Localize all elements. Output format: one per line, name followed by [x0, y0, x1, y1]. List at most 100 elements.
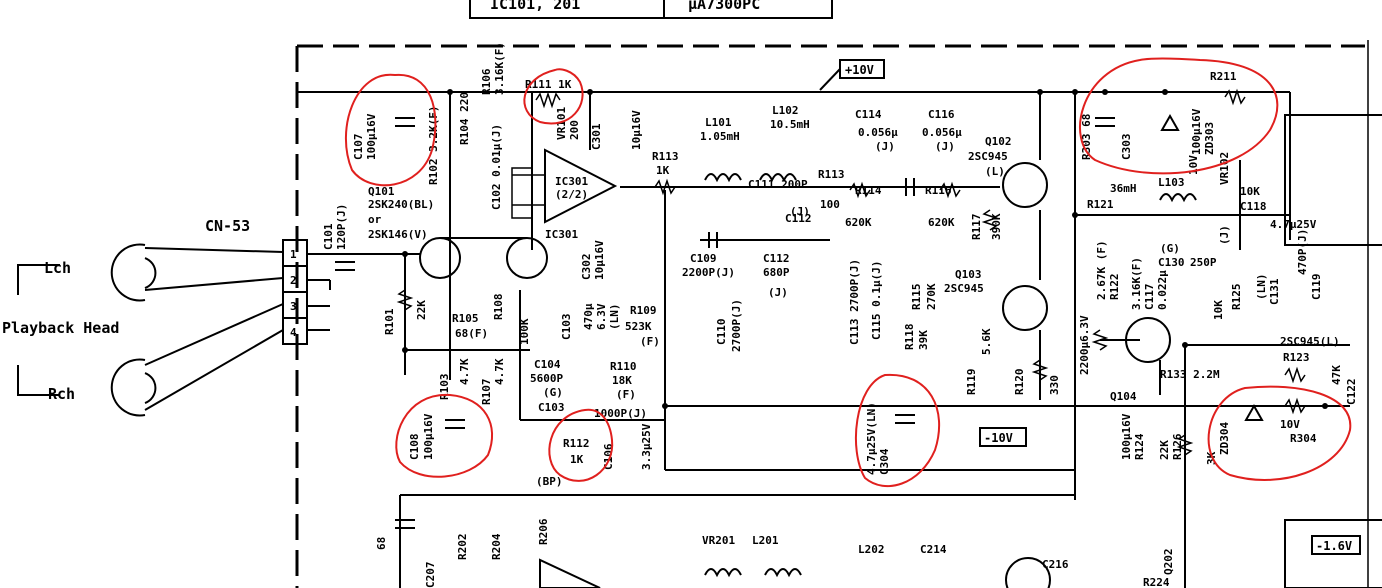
r113a-label: R113 — [652, 150, 679, 163]
transistors — [1002, 162, 1171, 588]
r107-value: 4.7K — [493, 358, 506, 385]
r118-label: R118 — [903, 324, 916, 351]
r105-value: 68(F) — [455, 327, 488, 340]
r108-label: R108 — [492, 294, 505, 321]
c109-value: 2200P(J) — [682, 266, 735, 279]
r114-label: R114 — [855, 184, 882, 197]
c108-label: C108 — [408, 434, 421, 461]
l101-value: 1.05mH — [700, 130, 740, 143]
vr102-value: VR102 — [1218, 152, 1231, 185]
r116-value: 620K — [928, 216, 955, 229]
c114-label: C114 — [855, 108, 882, 121]
l103-value: L103 — [1158, 176, 1185, 189]
c114-tol: (J) — [875, 140, 895, 153]
r112-label: R112 — [563, 437, 590, 450]
r108-value: 100K — [518, 318, 531, 345]
c116-tol: (J) — [935, 140, 955, 153]
r101-label: R101 — [383, 308, 396, 335]
c101-value: 120P(J) — [335, 204, 348, 250]
l101-label: L101 — [705, 116, 732, 129]
c103a-label: C103 — [560, 314, 573, 341]
rail-neg10: -10V — [979, 427, 1027, 447]
r224-label: Q202 — [1162, 549, 1175, 576]
r204-label: R202 — [456, 534, 469, 561]
vr201-label: R206 — [537, 518, 550, 545]
c110-value: 2700P(J) — [730, 299, 743, 352]
c101-label: C101 — [322, 223, 335, 250]
q104-part: Q104 — [1110, 390, 1137, 403]
q102-label: Q102 — [985, 135, 1012, 148]
c104-tol: (G) — [543, 386, 563, 399]
l201-label: VR201 — [702, 534, 735, 547]
r124-label: 100µ16V — [1120, 413, 1133, 460]
c214-label: L202 — [858, 543, 885, 556]
r122-value: R122 — [1108, 274, 1121, 301]
neg16-text: -1.6V — [1316, 539, 1352, 553]
r116-label: R116 — [925, 184, 952, 197]
r120-label: R120 — [1013, 369, 1026, 396]
q101-jfet-pair — [419, 237, 548, 279]
ic301-ref: IC301 — [545, 228, 578, 241]
r110-value: 18K — [612, 374, 632, 387]
c216-label: C214 — [920, 543, 947, 556]
c111-label: C111 200P — [748, 178, 808, 191]
red-circle-r111 — [523, 68, 584, 125]
r122-label: 2.67K (F) — [1095, 240, 1108, 300]
c116-value: 0.056µ — [922, 126, 962, 139]
r120-value: 330 — [1048, 375, 1061, 395]
capacitors — [335, 117, 1115, 529]
wiring — [297, 91, 1350, 588]
output-ic-box — [1284, 114, 1382, 588]
r202-label: C207 — [424, 562, 437, 588]
c131-value: C131 — [1268, 278, 1281, 305]
q102-grade: (L) — [985, 165, 1005, 178]
red-circle-c107 — [344, 73, 437, 187]
r125-label: 10K — [1212, 300, 1225, 320]
c118-label: 10K — [1240, 185, 1260, 198]
ic301-label: IC301 — [555, 175, 588, 188]
lch-label: Lch — [44, 259, 71, 277]
r109-label: R109 — [630, 304, 657, 317]
rail-pos10: +10V — [819, 59, 885, 91]
q202-label: C216 — [1042, 558, 1069, 571]
c117-value: C117 — [1143, 284, 1156, 311]
c130-value: C130 — [1158, 256, 1185, 269]
c301-label: C301 — [590, 123, 603, 150]
c107-value: 100µ16V — [365, 113, 378, 160]
c103a-type: (LN) — [608, 304, 621, 331]
r303-label: R211 — [1210, 70, 1237, 83]
c130-label: (G) — [1160, 242, 1180, 255]
r104-label: R104 220 — [458, 92, 471, 145]
table-cell-right: µA7300PC — [688, 0, 760, 13]
r117-label: R117 — [970, 214, 983, 241]
red-circle-c304 — [854, 373, 940, 487]
c103b-label: C103 — [538, 401, 565, 414]
q202-transistor — [1005, 557, 1051, 588]
c130-tol: 250P — [1190, 256, 1217, 269]
r113a-value: 1K — [656, 164, 670, 177]
zd303-label: 100µ16V — [1190, 108, 1203, 155]
l203-label: R224 — [1143, 576, 1170, 588]
zener-diodes — [1160, 113, 1264, 421]
c304-label: 4.7µ25V(LN) — [865, 402, 878, 475]
r114-value: 620K — [845, 216, 872, 229]
l202-label: L201 — [752, 534, 779, 547]
c104-label: C104 — [534, 358, 561, 371]
resistors — [396, 88, 1306, 456]
c304-value: C304 — [878, 448, 891, 475]
r101-value: 22K — [415, 300, 428, 320]
c107-label: C107 — [352, 134, 365, 161]
red-annotations — [344, 57, 1352, 487]
r304-value: R304 — [1290, 432, 1317, 445]
q101-label: Q101 — [368, 185, 395, 198]
q103-label: Q103 — [955, 268, 982, 281]
r211-label: (BP) — [536, 475, 563, 488]
pin-4: 4 — [290, 326, 297, 339]
l102-value: 10.5mH — [770, 118, 810, 131]
c116-label: C116 — [928, 108, 955, 121]
c117-label: 3.16K(F) — [1130, 257, 1143, 310]
c110-label: C110 — [715, 319, 728, 346]
vr101-value: 200 — [568, 120, 581, 140]
c108-value: 100µ16V — [422, 413, 435, 460]
zd303-value: ZD303 — [1203, 122, 1216, 155]
